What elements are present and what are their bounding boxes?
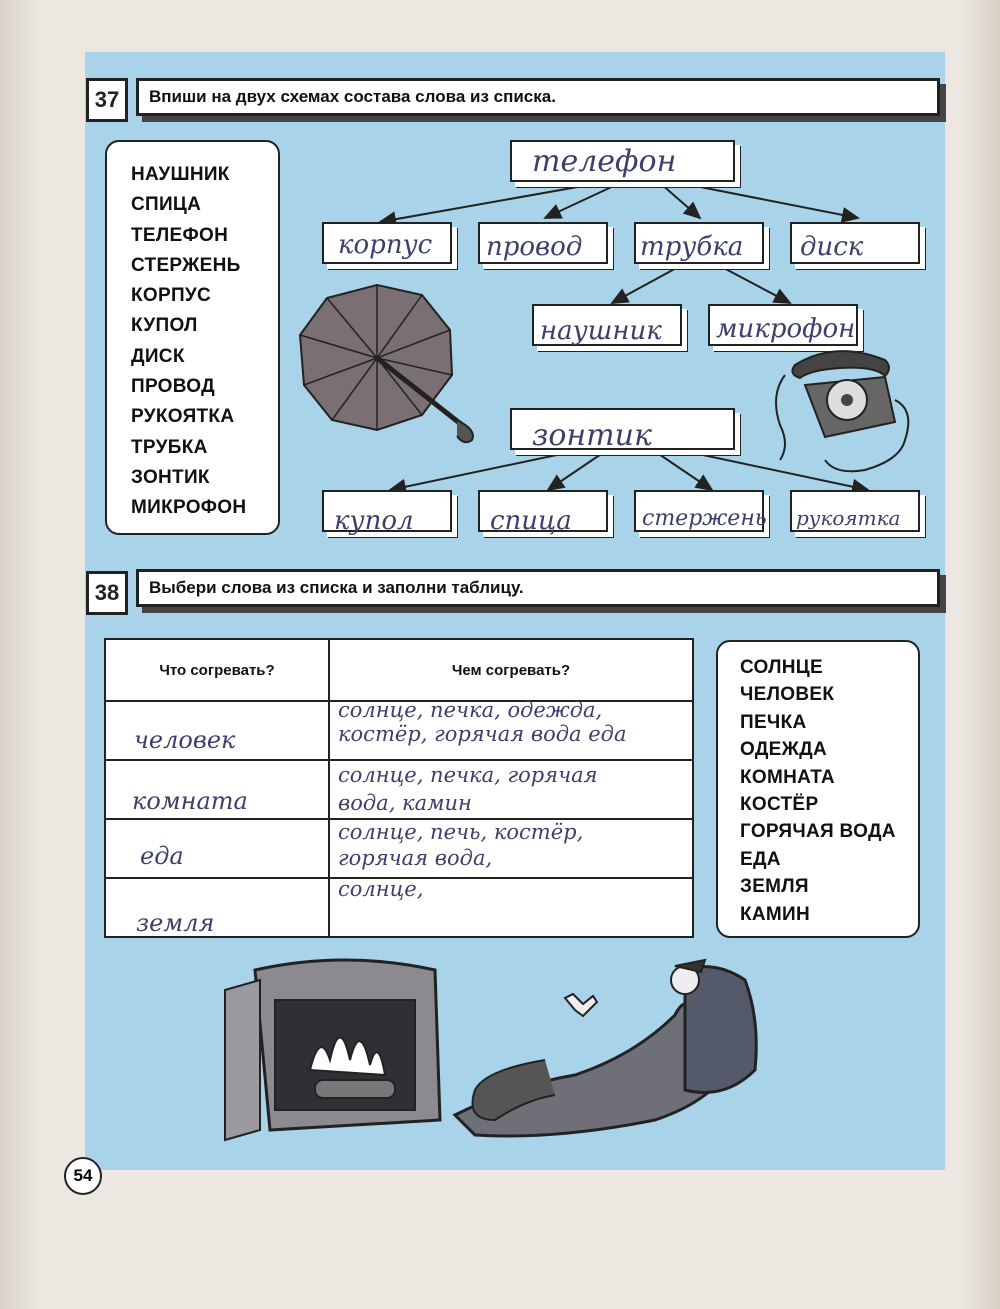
word37-item: ЗОНТИК (131, 466, 210, 488)
scheme2-box-3: стержень (634, 490, 767, 532)
word38-item: ГОРЯЧАЯ ВОДА (740, 821, 896, 843)
telephone-illustration (775, 350, 910, 473)
scheme2-box-2: спица (478, 490, 608, 536)
fireplace-scene-illustration (224, 958, 758, 1142)
scheme2-answer-1: купол (334, 506, 414, 536)
task-37-title: Впиши на двух схемах состава слова из сп… (136, 78, 940, 116)
scheme1-box-4: диск (790, 222, 920, 264)
answer-what-3: еда (140, 842, 184, 870)
answer-what-4: земля (136, 909, 215, 937)
scheme2-answer-3: стержень (642, 506, 767, 531)
word38-item: ОДЕЖДА (740, 739, 827, 761)
word37-item: МИКРОФОН (131, 497, 247, 519)
answer-with-4a: солнце, (338, 877, 424, 901)
word38-item: КОМНАТА (740, 766, 835, 788)
word38-item: СОЛНЦЕ (740, 657, 823, 678)
answer-with-3a: солнце, печь, костёр, (338, 820, 584, 844)
word37-item: НАУШНИК (131, 164, 230, 185)
column-header-what: Что согревать? (104, 638, 330, 702)
column-header-with: Чем согревать? (328, 638, 694, 702)
table-row: еда солнце, печь, костёр, горячая вода, (104, 818, 694, 879)
scheme1-box-1: корпус (322, 222, 452, 264)
answer-with-1a: солнце, печка, одежда, (338, 698, 603, 722)
umbrella-illustration (298, 283, 474, 444)
word37-item: ТЕЛЕФОН (131, 224, 229, 246)
answer-with-2b: вода, камин (338, 791, 472, 815)
scheme1-sub-box-2: микрофон (708, 304, 858, 346)
word37-item: РУКОЯТКА (131, 406, 235, 428)
scheme1-answer-1: корпус (338, 230, 433, 260)
scheme2-box-4: рукоятка (790, 490, 920, 532)
scheme1-root-box: телефон (510, 140, 735, 182)
answer-what-2: комната (132, 787, 248, 815)
table-row: комната солнце, печка, горячая вода, кам… (104, 759, 694, 820)
task-38-title: Выбери слова из списка и заполни таблицу… (136, 569, 940, 607)
word37-item: КОРПУС (131, 285, 212, 307)
scheme1-sub-answer-1: наушник (540, 316, 662, 346)
word37-item: СТЕРЖЕНЬ (131, 254, 241, 276)
task-37-number: 37 (86, 78, 128, 122)
word38-item: ЧЕЛОВЕК (740, 684, 835, 706)
task-38-number: 38 (86, 571, 128, 615)
answer-with-2a: солнце, печка, горячая (338, 763, 598, 787)
task-38-word-list: СОЛНЦЕ ЧЕЛОВЕК ПЕЧКА ОДЕЖДА КОМНАТА КОСТЁР ГОР… (716, 640, 920, 938)
word38-item: ЕДА (740, 848, 781, 870)
table-row: земля солнце, (104, 877, 694, 938)
word38-item: ПЕЧКА (740, 711, 807, 733)
word37-item: ТРУБКА (131, 436, 208, 458)
word37-item: ПРОВОД (131, 376, 215, 398)
word38-item: КАМИН (740, 903, 811, 925)
answer-with-1b: костёр, горячая вода еда (338, 722, 627, 746)
scheme2-root-answer: зонтик (532, 418, 652, 453)
word37-item: СПИЦА (131, 194, 202, 216)
scheme2-answer-2: спица (490, 506, 572, 536)
word38-item: КОСТЁР (740, 794, 819, 816)
scheme2-root-box: зонтик (510, 408, 735, 453)
word38-item: ЗЕМЛЯ (740, 876, 809, 898)
scheme1-box-3: трубка (634, 222, 764, 264)
scheme1-box-2: провод (478, 222, 608, 264)
scheme1-sub-box-1: наушник (532, 304, 682, 346)
word37-item: ДИСК (131, 345, 185, 367)
scheme1-root-answer: телефон (532, 144, 677, 179)
word37-item: КУПОЛ (131, 315, 198, 337)
scheme2-answer-4: рукоятка (796, 506, 901, 530)
scheme2-box-1: купол (322, 490, 452, 536)
page-number: 54 (64, 1157, 102, 1195)
answer-with-3b: горячая вода, (338, 846, 493, 870)
scheme1-answer-4: диск (800, 232, 864, 262)
warming-table: Что согревать? Чем согревать? человек со… (104, 638, 694, 938)
scheme1-sub-answer-2: микрофон (716, 314, 856, 344)
scheme1-answer-3: трубка (640, 232, 744, 262)
table-row: человек солнце, печка, одежда, костёр, г… (104, 698, 694, 761)
scheme1-answer-2: провод (486, 232, 583, 262)
task-37-word-list: НАУШНИК СПИЦА ТЕЛЕФОН СТЕРЖЕНЬ КОРПУС КУПОЛ ДИ… (105, 140, 280, 535)
answer-what-1: человек (134, 726, 236, 754)
